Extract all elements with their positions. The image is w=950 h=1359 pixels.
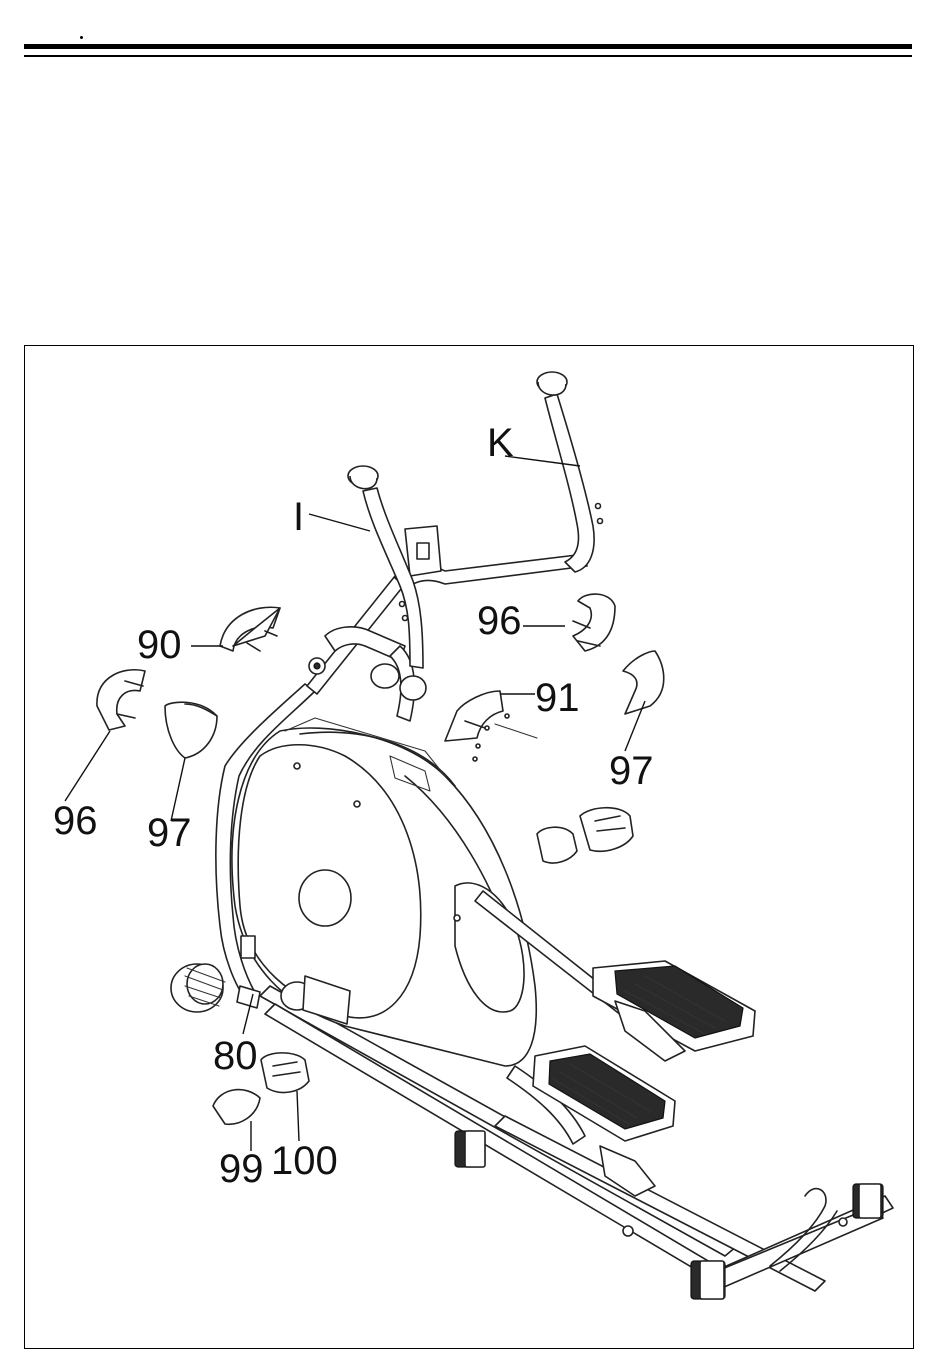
label-90: 90 [137, 623, 182, 667]
part-99-cap [213, 1090, 260, 1125]
transport-wheel [171, 964, 225, 1012]
header-rule-thick [24, 44, 912, 49]
header-mark [80, 36, 83, 39]
label-100: 100 [271, 1139, 338, 1183]
label-99: 99 [219, 1147, 264, 1191]
assembly-figure: K I 90 96 91 97 96 97 80 99 100 [24, 345, 914, 1349]
part-96-left-shroud [97, 670, 145, 730]
part-97-left-cover [165, 702, 217, 758]
handlebar-K [537, 372, 603, 572]
part-90-shroud [220, 607, 280, 651]
label-K: K [487, 421, 514, 465]
part-91-shroud [445, 691, 537, 761]
label-80: 80 [213, 1034, 258, 1078]
part-96-right-shroud [573, 594, 615, 651]
part-100-cap [261, 1053, 309, 1093]
label-I: I [293, 495, 304, 539]
label-96-left: 96 [53, 799, 98, 843]
front-bracket [241, 936, 255, 958]
label-97-left: 97 [147, 811, 192, 855]
caps-right-pair [537, 808, 633, 863]
label-97-right: 97 [609, 749, 654, 793]
header-rule-thin [24, 55, 912, 57]
label-96-right: 96 [477, 599, 522, 643]
label-91: 91 [535, 676, 580, 720]
elliptical-trainer-drawing: K I 90 96 91 97 96 97 80 99 100 [25, 346, 913, 1348]
